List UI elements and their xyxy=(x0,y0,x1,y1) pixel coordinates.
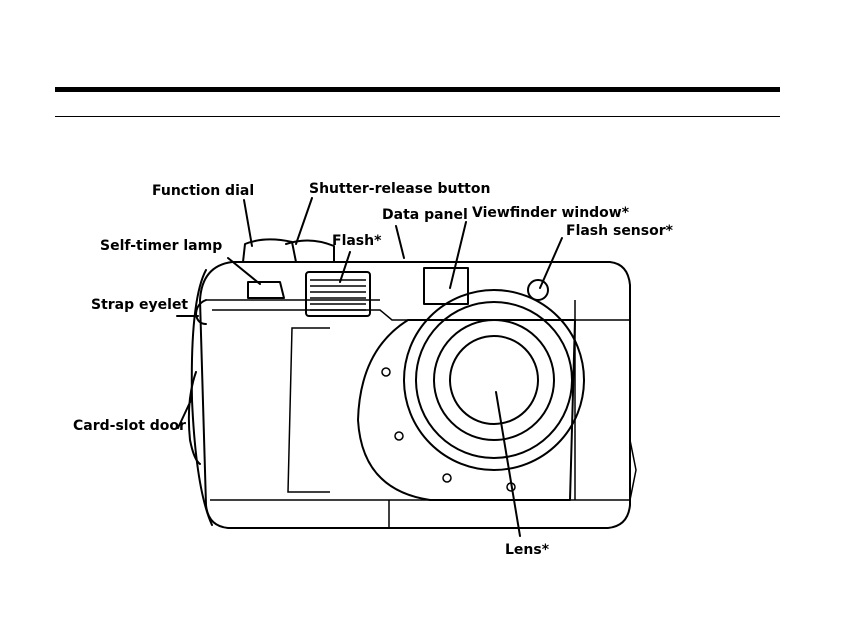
label-card-slot: Card-slot door xyxy=(73,418,186,434)
label-data-panel: Data panel xyxy=(382,207,468,223)
top-edge-line xyxy=(212,310,630,320)
lens-outer-ring xyxy=(404,290,584,470)
label-viewfinder-window: Viewfinder window* xyxy=(472,205,629,221)
leader-lens xyxy=(496,392,520,536)
label-self-timer: Self-timer lamp xyxy=(100,238,222,254)
lens-glass xyxy=(450,336,538,424)
self-timer-window xyxy=(248,282,284,298)
label-flash-sensor: Flash sensor* xyxy=(566,223,673,239)
flash-lines xyxy=(310,280,366,310)
lens-inner-ring xyxy=(434,320,554,440)
leader-data-panel xyxy=(396,226,404,258)
leader-flash xyxy=(340,252,350,282)
label-lens: Lens* xyxy=(505,542,549,558)
screw-3 xyxy=(443,474,451,482)
screw-2 xyxy=(395,432,403,440)
grip-panel xyxy=(288,328,330,492)
viewfinder-window xyxy=(424,268,468,304)
label-flash: Flash* xyxy=(332,233,381,249)
lens-plate xyxy=(358,320,575,500)
leader-function-dial xyxy=(244,200,252,246)
lens-middle-ring xyxy=(416,302,572,458)
leader-viewfinder xyxy=(450,222,466,288)
screw-1 xyxy=(382,368,390,376)
leader-shutter xyxy=(296,198,312,244)
card-slot-door-shape xyxy=(189,372,200,464)
label-strap-eyelet: Strap eyelet xyxy=(91,297,188,313)
camera-body xyxy=(200,262,630,528)
label-function-dial: Function dial xyxy=(152,183,254,199)
label-shutter-release: Shutter-release button xyxy=(309,181,490,197)
right-side-detail xyxy=(575,300,636,500)
